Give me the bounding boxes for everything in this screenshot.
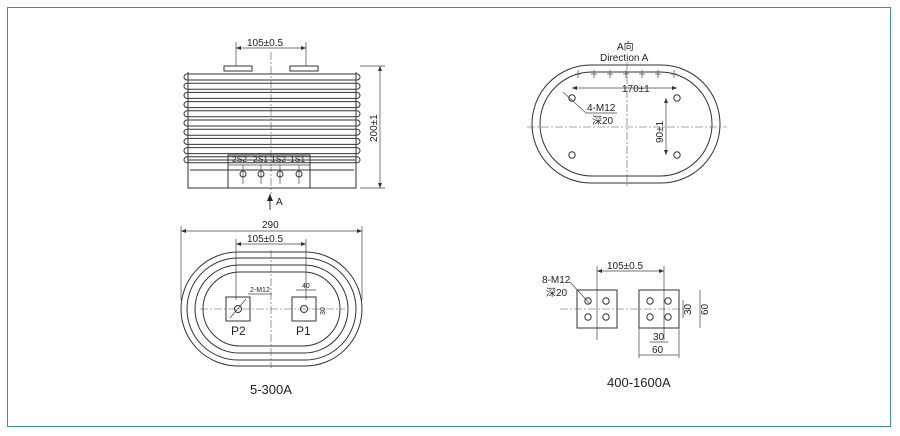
tap-spec-label: 2-M12 xyxy=(250,287,270,294)
pad-30-vertical-label: 30 xyxy=(683,303,694,315)
side-elevation-view: 105±0.5 2S2 2S1 1S2 1S1 200±1 A xyxy=(183,38,385,210)
terminal-1s2-label: 1S2 xyxy=(271,154,286,164)
p1-label: P1 xyxy=(296,324,311,338)
top-terminal-studs xyxy=(575,70,677,78)
view-title-en: Direction A xyxy=(600,53,649,64)
shed-rib xyxy=(183,119,361,127)
hole-spec-label: 4-M12 xyxy=(587,103,616,114)
pad-height-label: 30 xyxy=(320,307,327,315)
right-rating-label: 400-1600A xyxy=(607,375,671,390)
terminal-2s1-label: 2S1 xyxy=(253,154,268,164)
terminal-2s2-label: 2S2 xyxy=(232,154,247,164)
shed-rib xyxy=(183,110,361,118)
width-dimension-label: 290 xyxy=(262,220,279,231)
plan-view: 290 105±0.5 2-M12 P2 40 30 P1 5-300A xyxy=(180,220,363,397)
shed-rib xyxy=(183,91,361,99)
shed-rib xyxy=(183,101,361,109)
direction-a-view: A向 Direction A 170±1 4-M12 深20 90±1 xyxy=(527,40,727,188)
pad-width-label: 40 xyxy=(302,283,310,290)
span-dimension-label: 170±1 xyxy=(622,84,650,95)
shed-rib xyxy=(183,128,361,136)
view-title-cn: A向 xyxy=(617,40,634,53)
shed-rib xyxy=(183,147,361,155)
terminal-1s1-label: 1S1 xyxy=(290,154,305,164)
pad-spec-label: 8-M12 xyxy=(542,275,571,286)
top-dimension-label: 105±0.5 xyxy=(247,38,284,49)
direction-arrow-label: A xyxy=(276,197,283,208)
hole-depth-label: 深20 xyxy=(592,115,614,127)
pad-center-dimension-label: 105±0.5 xyxy=(607,261,644,272)
drawing-frame xyxy=(7,7,891,427)
span-v-dimension-label: 90±1 xyxy=(655,120,666,143)
pad-detail-view: 105±0.5 8-M12 深20 30 60 30 60 400-1600A xyxy=(542,261,711,390)
left-rating-label: 5-300A xyxy=(250,382,292,397)
plan-center-dimension-label: 105±0.5 xyxy=(247,234,284,245)
shed-rib xyxy=(183,82,361,90)
shed-rib xyxy=(183,137,361,145)
pad-60-horizontal-label: 60 xyxy=(652,345,664,356)
pad-60-vertical-label: 60 xyxy=(700,303,711,315)
secondary-terminals xyxy=(239,165,303,184)
mounting-holes xyxy=(568,94,681,159)
insulator-sheds xyxy=(183,73,361,164)
height-dimension-label: 200±1 xyxy=(369,114,380,142)
shed-rib xyxy=(183,156,361,164)
p2-label: P2 xyxy=(231,324,246,338)
pad-depth-label: 深20 xyxy=(546,287,568,299)
shed-rib xyxy=(183,73,361,81)
pad-30-horizontal-label: 30 xyxy=(653,332,665,343)
